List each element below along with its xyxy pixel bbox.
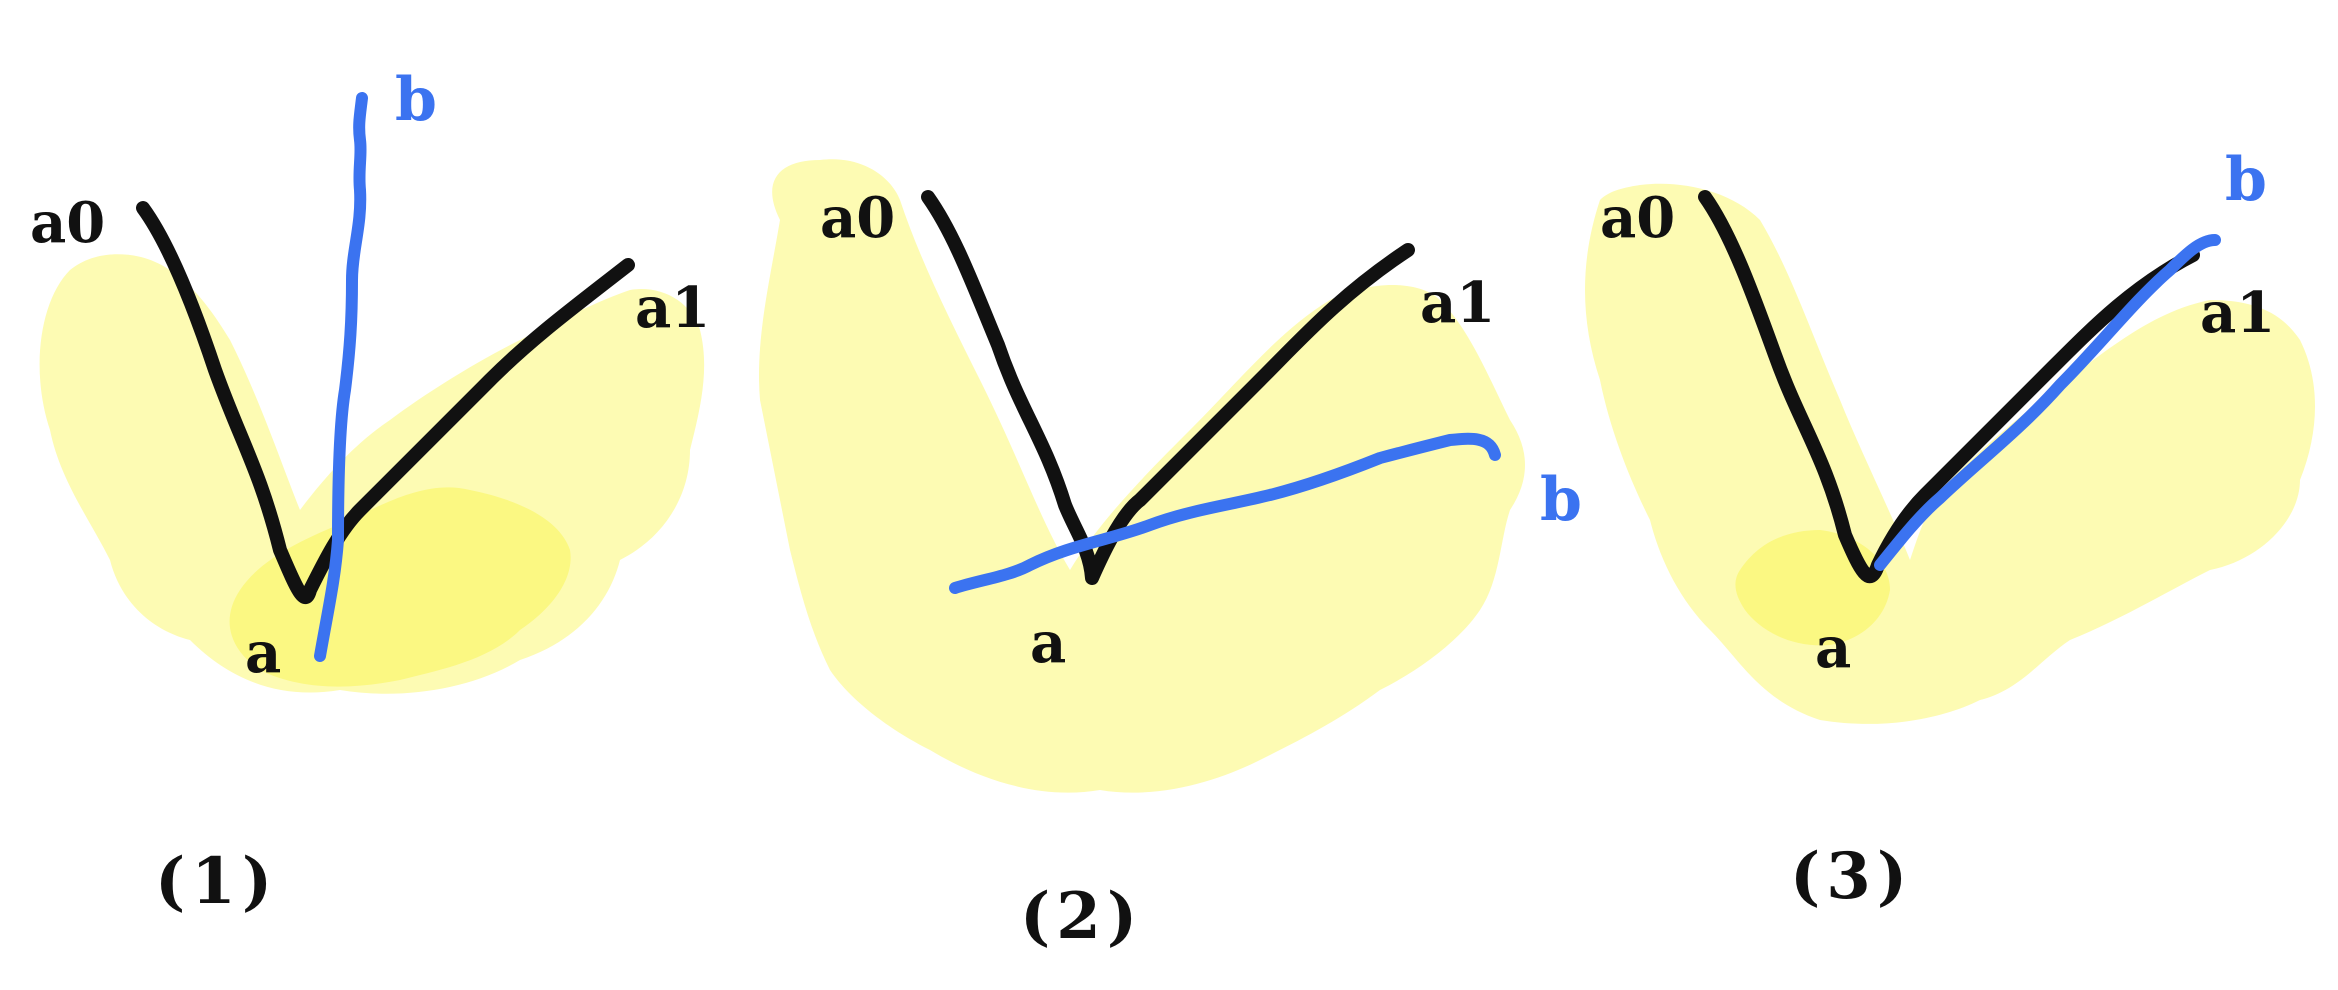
panel-2-ray-b [949,432,1501,594]
panel-2: a0 a1 a b (2) [740,0,1600,990]
panel-1-drawing [39,92,705,694]
panel-1-highlight-dense [229,487,571,687]
panel-3-drawing [1585,183,2315,724]
panel-1-highlight-region [39,254,705,694]
panel-1-label-a1-text: a1 [635,275,711,341]
panel-3-label-b: b [2225,145,2267,215]
panel-2-label-a: a [1030,610,1067,676]
panel-2-angle-sides [921,190,1415,585]
panel-1-label-a0-text: a0 [30,190,106,256]
panel-1-angle-sides [136,201,635,604]
panel-3-label-a0-text: a0 [1600,185,1676,251]
panel-3-label-a1: a1 [2200,285,2275,341]
panel-1-caption: (1) [155,844,279,919]
panel-3-label-a1-text: a1 [2200,280,2276,346]
panel-3-caption: (3) [1790,839,1914,914]
panel-2-caption: (2) [1020,879,1144,954]
panel-1-label-b: b [395,65,437,135]
panel-1-label-a0: a0 [30,195,105,251]
panel-2-label-a0-text: a0 [820,185,896,251]
panel-3: a0 a1 a b (3) [1560,0,2338,990]
panel-2-label-a1: a1 [1420,275,1495,331]
panel-1-label-a1: a1 [635,280,710,336]
panel-3-ray-b [1874,234,2221,571]
panel-3-label-a: a [1815,615,1852,681]
panel-3-label-a0: a0 [1600,190,1675,246]
panel-2-label-b: b [1540,465,1582,535]
panel-2-highlight-blob [759,159,1525,793]
panel-1-ray-b [314,92,368,662]
panel-2-label-a0: a0 [820,190,895,246]
panel-3-highlight-region [1585,183,2315,724]
panel-1: a0 a1 a b (1) [0,0,760,990]
panel-2-drawing [759,159,1525,793]
panel-1-label-a: a [245,620,282,686]
panel-2-highlight-region [759,159,1525,793]
panel-3-highlight-blob [1585,183,2315,724]
panel-2-label-a1-text: a1 [1420,270,1496,336]
